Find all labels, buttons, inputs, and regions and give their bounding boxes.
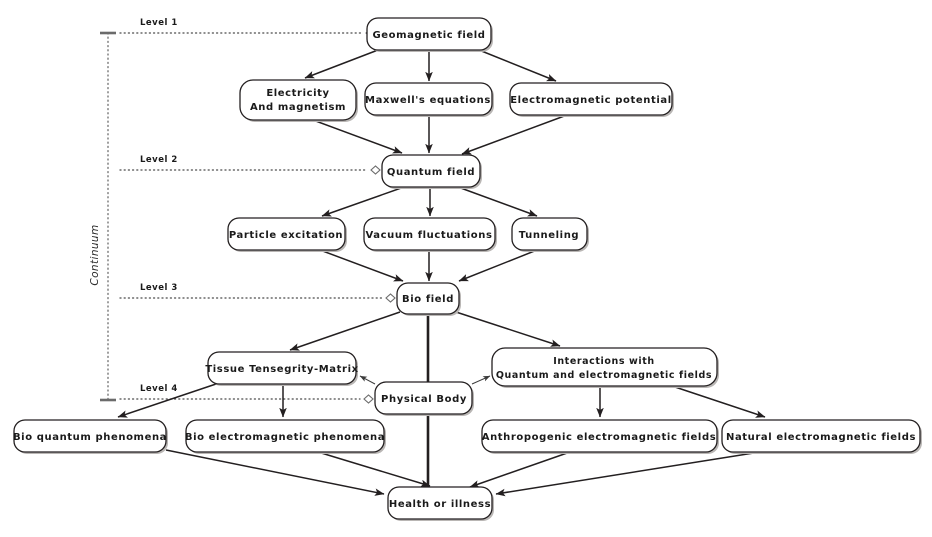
node-label: Electromagnetic potential <box>510 95 672 106</box>
node-electromagnetic-potential[interactable]: Electromagnetic potential <box>509 82 674 117</box>
edge-tissue-to-bio-quantum <box>117 383 217 418</box>
node-label: Health or illness <box>389 499 491 510</box>
node-particle-excitation[interactable]: Particle excitation <box>227 217 347 252</box>
node-natural-electromagnetic-fields[interactable]: Natural electromagnetic fields <box>721 419 922 454</box>
node-quantum-field[interactable]: Quantum field <box>381 154 482 189</box>
node-label: Bio field <box>402 294 454 305</box>
level-2-label: Level 2 <box>140 155 178 165</box>
node-label: Anthropogenic electromagnetic fields <box>482 432 717 443</box>
node-label-line1: Interactions with <box>553 356 655 367</box>
node-label-line2: Quantum and electromagnetic fields <box>496 370 712 381</box>
edge-bio-electromagnetic-to-health <box>317 451 431 487</box>
edge-em-potential-to-quantum <box>461 114 568 155</box>
level-guide-1: Level 1 <box>119 18 376 38</box>
node-label: Bio electromagnetic phenomena <box>185 432 385 443</box>
node-health-or-illness[interactable]: Health or illness <box>387 486 494 521</box>
edge-quantum-to-tunneling <box>457 186 538 217</box>
continuum-label: Continuum <box>89 224 101 285</box>
node-label: Tissue Tensegrity-Matrix <box>205 364 358 375</box>
edge-particle-to-bio <box>319 249 404 282</box>
level-guide-2: Level 2 <box>119 155 381 175</box>
node-label: Physical Body <box>381 394 467 405</box>
edge-physical-body-to-interactions <box>471 375 491 385</box>
node-label: Vacuum fluctuations <box>365 230 492 241</box>
edge-bio-to-tissue <box>289 311 401 351</box>
node-physical-body[interactable]: Physical Body <box>374 381 474 416</box>
level-guide-4: Level 4 <box>119 384 374 404</box>
node-electricity-and-magnetism[interactable]: Electricity And magnetism <box>239 79 358 122</box>
edges-layer <box>117 49 766 497</box>
level-3-label: Level 3 <box>140 283 178 293</box>
edge-tunneling-to-bio <box>458 249 538 282</box>
nodes-layer: Geomagnetic field Electricity And magnet… <box>13 17 922 521</box>
node-bio-field[interactable]: Bio field <box>396 282 461 316</box>
node-interactions-with-quantum-and-electromagnetic-fields[interactable]: Interactions with Quantum and electromag… <box>491 347 719 388</box>
edge-geomagnetic-to-electricity <box>304 49 379 79</box>
node-label: Particle excitation <box>229 230 343 241</box>
node-label: Tunneling <box>519 230 579 241</box>
edge-interactions-to-natural <box>671 385 766 418</box>
node-label: Quantum field <box>387 167 475 178</box>
node-label: Geomagnetic field <box>372 30 485 41</box>
edge-physical-body-to-tissue <box>359 375 376 385</box>
node-geomagnetic-field[interactable]: Geomagnetic field <box>366 17 493 52</box>
node-tissue-tensegrity-matrix[interactable]: Tissue Tensegrity-Matrix <box>205 351 358 386</box>
node-label-line1: Electricity <box>266 88 329 99</box>
level-4-label: Level 4 <box>140 384 178 394</box>
node-label: Natural electromagnetic fields <box>726 432 916 443</box>
edge-natural-to-health <box>495 451 761 497</box>
node-maxwells-equations[interactable]: Maxwell's equations <box>364 82 494 117</box>
continuum-axis: Continuum <box>89 31 116 402</box>
node-label: Bio quantum phenomena <box>13 432 167 443</box>
level-1-label: Level 1 <box>140 18 178 28</box>
node-bio-quantum-phenomena[interactable]: Bio quantum phenomena <box>13 419 168 454</box>
edge-electricity-to-quantum <box>312 119 403 154</box>
edge-bio-quantum-to-health <box>165 449 385 496</box>
edge-quantum-to-particle <box>321 186 405 217</box>
node-anthropogenic-electromagnetic-fields[interactable]: Anthropogenic electromagnetic fields <box>481 419 719 454</box>
edge-geomagnetic-to-em-potential <box>478 49 557 82</box>
node-label-line2: And magnetism <box>250 102 346 113</box>
node-bio-electromagnetic-phenomena[interactable]: Bio electromagnetic phenomena <box>185 419 386 454</box>
edge-anthropogenic-to-health <box>469 451 571 488</box>
level-guide-3: Level 3 <box>119 283 396 303</box>
node-vacuum-fluctuations[interactable]: Vacuum fluctuations <box>363 217 497 252</box>
node-label: Maxwell's equations <box>365 95 491 106</box>
edge-bio-to-interactions <box>455 311 561 347</box>
node-tunneling[interactable]: Tunneling <box>511 217 589 252</box>
level-guides: Level 1 Level 2 Level 3 Level 4 <box>119 18 396 404</box>
